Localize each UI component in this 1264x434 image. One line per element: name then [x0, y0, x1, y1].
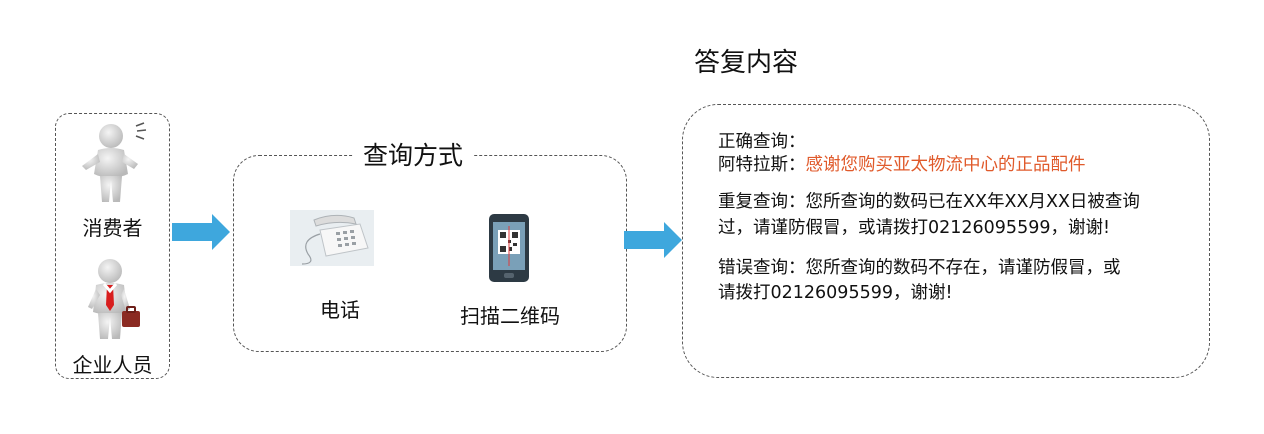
staff-label: 企业人员 [72, 353, 153, 377]
repeat-query-line-2: 过，请谨防假冒，或请拨打02126095599，谢谢! [718, 218, 1110, 238]
reply-title: 答复内容 [694, 48, 799, 78]
correct-query-reply: 阿特拉斯：感谢您购买亚太物流中心的正品配件 [718, 153, 1086, 177]
telephone-icon [290, 210, 374, 266]
wrong-query-line-2: 请拨打02126095599，谢谢! [718, 283, 953, 303]
user-panel: 消费者 企业人员 [55, 113, 170, 379]
correct-query-prefix: 阿特拉斯： [718, 155, 806, 175]
scan-qr-label: 扫描二维码 [460, 304, 560, 328]
consumer-label: 消费者 [82, 216, 143, 240]
reply-panel [682, 104, 1210, 378]
repeat-query-line-1: 重复查询：您所查询的数码已在XX年XX月XX日被查询 [718, 192, 1140, 212]
right-arrow-icon [624, 222, 682, 258]
qr-scanner-icon [489, 214, 529, 282]
wrong-query-line-1: 错误查询：您所查询的数码不存在，请谨防假冒，或 [718, 258, 1121, 278]
query-methods-title: 查询方式 [353, 140, 474, 172]
right-arrow-icon [172, 214, 230, 250]
correct-query-highlight: 感谢您购买亚太物流中心的正品配件 [805, 155, 1086, 175]
consumer-figure-icon [82, 122, 147, 202]
phone-label: 电话 [320, 298, 360, 322]
correct-query-heading: 正确查询： [718, 132, 806, 152]
staff-figure-icon [88, 259, 140, 339]
